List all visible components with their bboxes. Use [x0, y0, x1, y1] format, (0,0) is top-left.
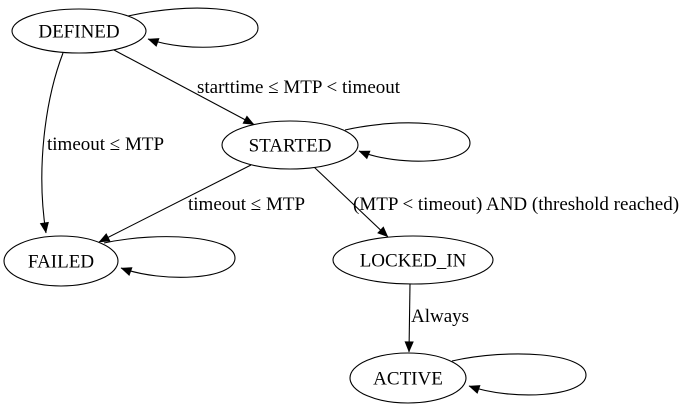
edge-label-defined-to-started: starttime ≤ MTP < timeout	[197, 77, 401, 98]
edge-label-locked-in-to-active: Always	[411, 306, 469, 327]
node-failed-label: FAILED	[28, 252, 94, 273]
self-loop-active-arrow	[451, 353, 587, 396]
node-defined-label: DEFINED	[38, 22, 119, 43]
node-started-shape	[221, 120, 359, 170]
self-loop-failed-arrow	[103, 236, 236, 278]
edge-defined-to-started-arrow	[113, 49, 255, 125]
edge-labels-layer: starttime ≤ MTP < timeout timeout ≤ MTP …	[47, 77, 679, 327]
self-loop-defined-arrow	[127, 7, 259, 48]
node-locked-in-shape	[332, 235, 494, 285]
node-active-label: ACTIVE	[373, 369, 443, 390]
node-defined-shape	[11, 8, 147, 54]
node-active: ACTIVE	[349, 352, 467, 404]
node-failed-shape	[3, 235, 119, 287]
edge-label-started-to-locked-in: (MTP < timeout) AND (threshold reached)	[353, 194, 679, 215]
node-locked-in-label: LOCKED_IN	[360, 251, 467, 272]
edge-defined-to-failed-arrow	[39, 52, 64, 234]
node-failed: FAILED	[3, 235, 119, 287]
node-started-label: STARTED	[249, 136, 332, 157]
edge-started-to-locked-in-arrow	[313, 166, 389, 238]
edge-started-to-failed-arrow	[98, 164, 252, 243]
node-started: STARTED	[221, 120, 359, 170]
self-loop-started-arrow	[344, 122, 471, 162]
edge-label-started-to-failed: timeout ≤ MTP	[188, 194, 305, 215]
node-defined: DEFINED	[11, 8, 147, 54]
node-active-shape	[349, 352, 467, 404]
edge-locked-in-to-active-arrow	[404, 283, 414, 353]
edge-label-defined-to-failed: timeout ≤ MTP	[47, 134, 164, 155]
node-locked-in: LOCKED_IN	[332, 235, 494, 285]
edges-layer	[39, 7, 587, 396]
